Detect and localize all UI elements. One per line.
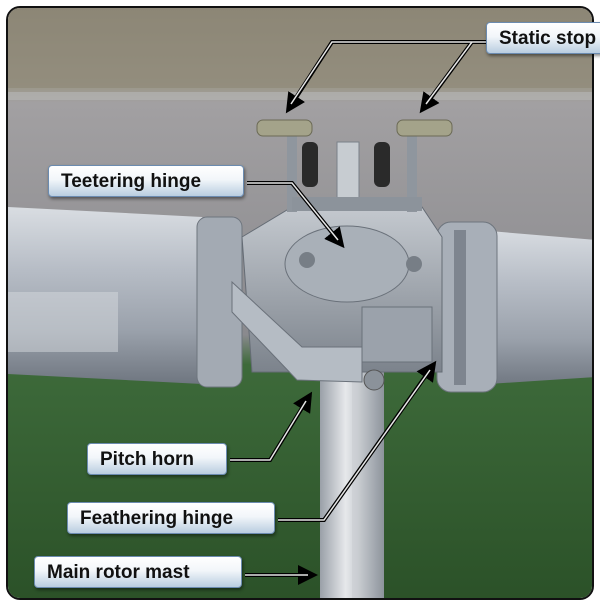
- teetering-hinge-label: Teetering hinge: [48, 165, 244, 197]
- feathering-hinge-label: Feathering hinge: [67, 502, 275, 534]
- figure-frame: [6, 6, 594, 600]
- rotor-head-photo: [8, 8, 592, 598]
- static-stop-label: Static stop: [486, 22, 600, 54]
- pitch-horn-label: Pitch horn: [87, 443, 227, 475]
- main-rotor-mast-label: Main rotor mast: [34, 556, 242, 588]
